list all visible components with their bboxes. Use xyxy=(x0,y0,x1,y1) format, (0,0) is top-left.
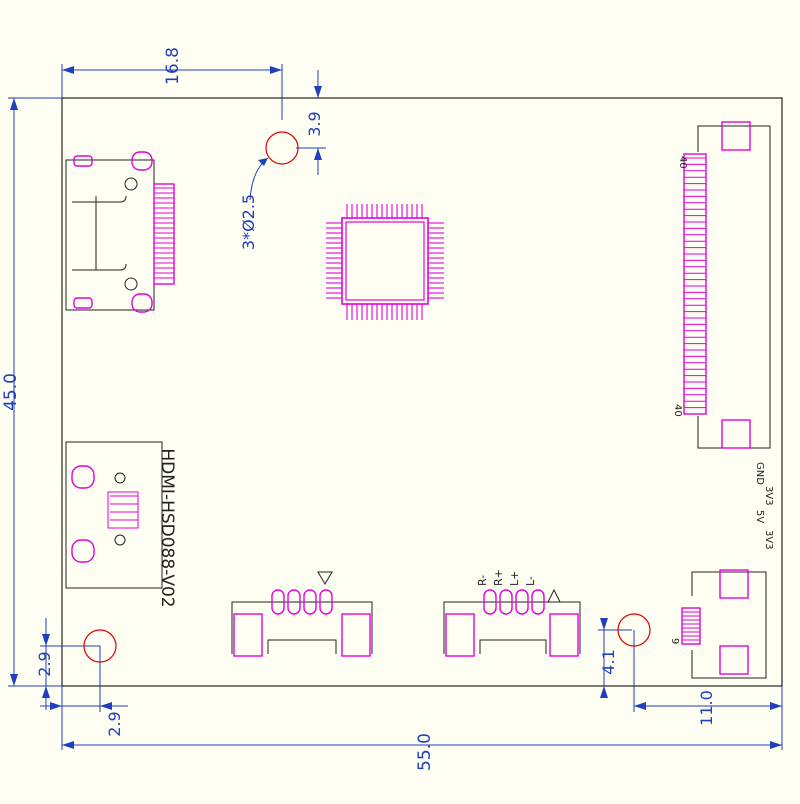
dim-height: 45.0 xyxy=(1,373,21,411)
mounting-hole-top xyxy=(265,131,299,165)
label-gnd: GND xyxy=(754,462,765,485)
mounting-hole-bottom-left xyxy=(83,629,117,663)
dim-hole-from-left: 16.8 xyxy=(163,47,183,85)
dim-hole-from-top: 3.9 xyxy=(305,111,324,136)
board-name-label: HDMI-HSD088-V02 xyxy=(157,448,177,607)
fpc-pin-first-label: 40 xyxy=(677,156,688,169)
dim-bottom-right-hole-y: 4.1 xyxy=(599,649,618,674)
audio-label-l-plus: L+ xyxy=(508,571,521,586)
power-labels: GND 3V3 5V 3V3 xyxy=(754,462,774,550)
usb-connector xyxy=(65,441,163,589)
board-outline xyxy=(61,97,783,687)
fpc-connector-40pin: 40 40 xyxy=(672,121,771,449)
usb-pin-pad xyxy=(107,491,139,529)
audio-label-r-minus: R- xyxy=(476,575,489,586)
qfp-chip xyxy=(326,204,444,320)
dim-hole-spec: 3*Ø2.5 xyxy=(239,194,258,250)
label-3v3-b: 3V3 xyxy=(763,530,774,550)
audio-label-l-minus: L- xyxy=(524,576,537,586)
bottom-connector-audio: R- R+ L+ L- xyxy=(443,569,581,657)
mounting-hole-bottom-right xyxy=(617,613,651,647)
label-5v: 5V xyxy=(754,510,765,523)
small-connector: 9 xyxy=(669,569,767,679)
label-3v3-a: 3V3 xyxy=(763,486,774,506)
fpc-pin-last-label: 40 xyxy=(672,404,683,417)
dim-bottom-right-hole-x: 11.0 xyxy=(697,690,716,726)
dim-width: 55.0 xyxy=(415,733,435,771)
hdmi-connector xyxy=(65,151,175,313)
bottom-connector-1 xyxy=(231,571,373,657)
audio-label-r-plus: R+ xyxy=(492,569,505,586)
dim-bottom-left-hole-y: 2.9 xyxy=(35,651,54,676)
dim-bottom-left-hole-x: 2.9 xyxy=(105,711,124,736)
small-connector-pin-label: 9 xyxy=(669,638,680,644)
